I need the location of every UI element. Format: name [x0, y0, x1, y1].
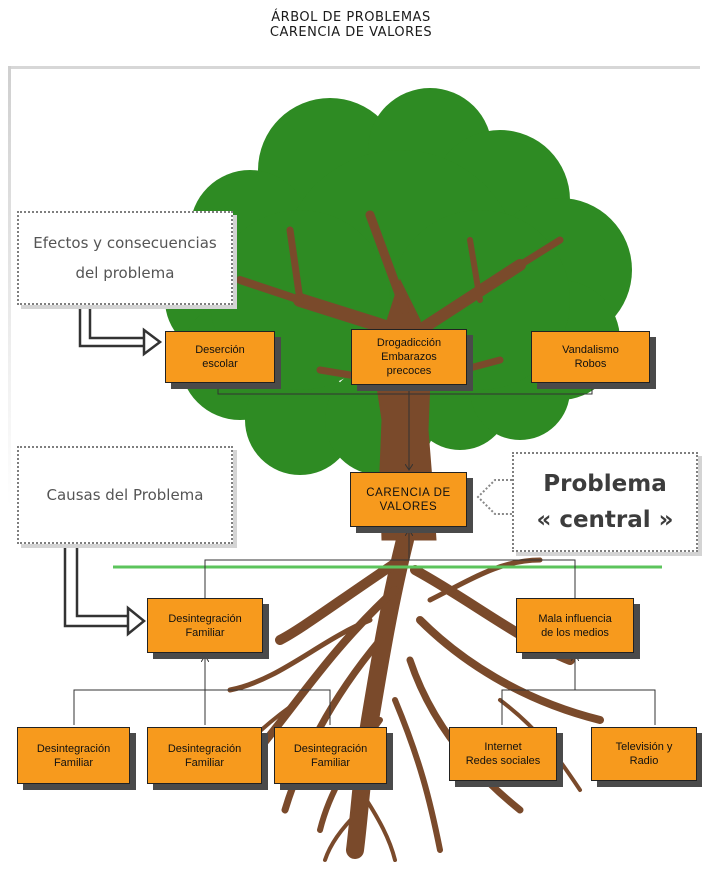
effect-box-line: Deserción: [195, 344, 245, 356]
diagram-title-line1: ÁRBOL DE PROBLEMAS: [271, 10, 431, 25]
cause-box-line: de los medios: [541, 626, 609, 639]
subcause-box-line: Familiar: [53, 756, 94, 769]
tree-roots: [227, 531, 604, 862]
effect-box-line: Vandalismo: [562, 344, 619, 356]
subcause-box-desintegracion-1: Desintegración Familiar: [17, 727, 130, 784]
central-problem-box: CARENCIA DE VALORES: [350, 472, 467, 527]
effect-box-line: escolar: [202, 358, 238, 370]
callout-effects-line2: del problema: [75, 264, 175, 282]
causes-connector: [73, 530, 656, 725]
callout-causes-label: Causas del Problema: [46, 486, 204, 504]
cause-box-mala-influencia: Mala influencia de los medios: [516, 598, 634, 653]
problem-pointer-arrow: [476, 479, 512, 515]
subcause-box-television: Televisión y Radio: [591, 727, 697, 781]
callout-causes: Causas del Problema: [17, 446, 233, 544]
subcause-box-line: Familiar: [184, 756, 225, 769]
effect-box-line: Drogadicción: [376, 337, 442, 349]
subcause-box-line: Redes sociales: [465, 755, 541, 767]
subcause-box-desintegracion-3: Desintegración Familiar: [274, 727, 387, 784]
subcause-box-line: Desintegración: [167, 742, 242, 755]
effect-box-drogadiccion: Drogadicción Embarazos precoces: [351, 329, 467, 385]
effect-box-line: Embarazos: [381, 351, 437, 363]
frame-top-border: [8, 66, 700, 69]
subcause-box-line: Desintegración: [293, 742, 368, 755]
subcause-box-line: Internet: [484, 741, 522, 753]
subcause-box-line: Televisión y: [615, 741, 673, 753]
subcause-box-line: Familiar: [310, 756, 351, 769]
diagram-title-line2: CARENCIA DE VALORES: [269, 25, 433, 40]
effect-box-line: Robos: [574, 358, 607, 370]
effect-box-desercion: Deserción escolar: [165, 331, 275, 383]
callout-effects-line1: Efectos y consecuencias: [33, 234, 217, 252]
effect-box-vandalismo: Vandalismo Robos: [531, 331, 650, 383]
subcause-box-line: Radio: [629, 755, 659, 767]
subcause-box-internet: Internet Redes sociales: [449, 727, 557, 781]
effects-connector: [217, 385, 593, 470]
causes-pointer-arrow: [63, 545, 146, 637]
cause-box-desintegracion: Desintegración Familiar: [147, 598, 263, 653]
callout-problem-line2: « central »: [536, 507, 674, 533]
central-problem-line: CARENCIA DE: [366, 486, 451, 499]
frame-left-border: [8, 66, 11, 866]
effect-box-line: precoces: [386, 365, 432, 377]
cause-box-line: Mala influencia: [538, 612, 612, 625]
callout-effects: Efectos y consecuencias del problema: [17, 211, 233, 305]
subcause-box-desintegracion-2: Desintegración Familiar: [147, 727, 262, 784]
central-problem-line: VALORES: [379, 500, 438, 513]
callout-problem-line1: Problema: [543, 471, 667, 497]
cause-box-line: Familiar: [185, 626, 225, 639]
callout-problem: Problema « central »: [512, 452, 698, 552]
effects-pointer-arrow: [78, 305, 163, 357]
subcause-box-line: Desintegración: [36, 742, 111, 755]
cause-box-line: Desintegración: [168, 612, 242, 625]
